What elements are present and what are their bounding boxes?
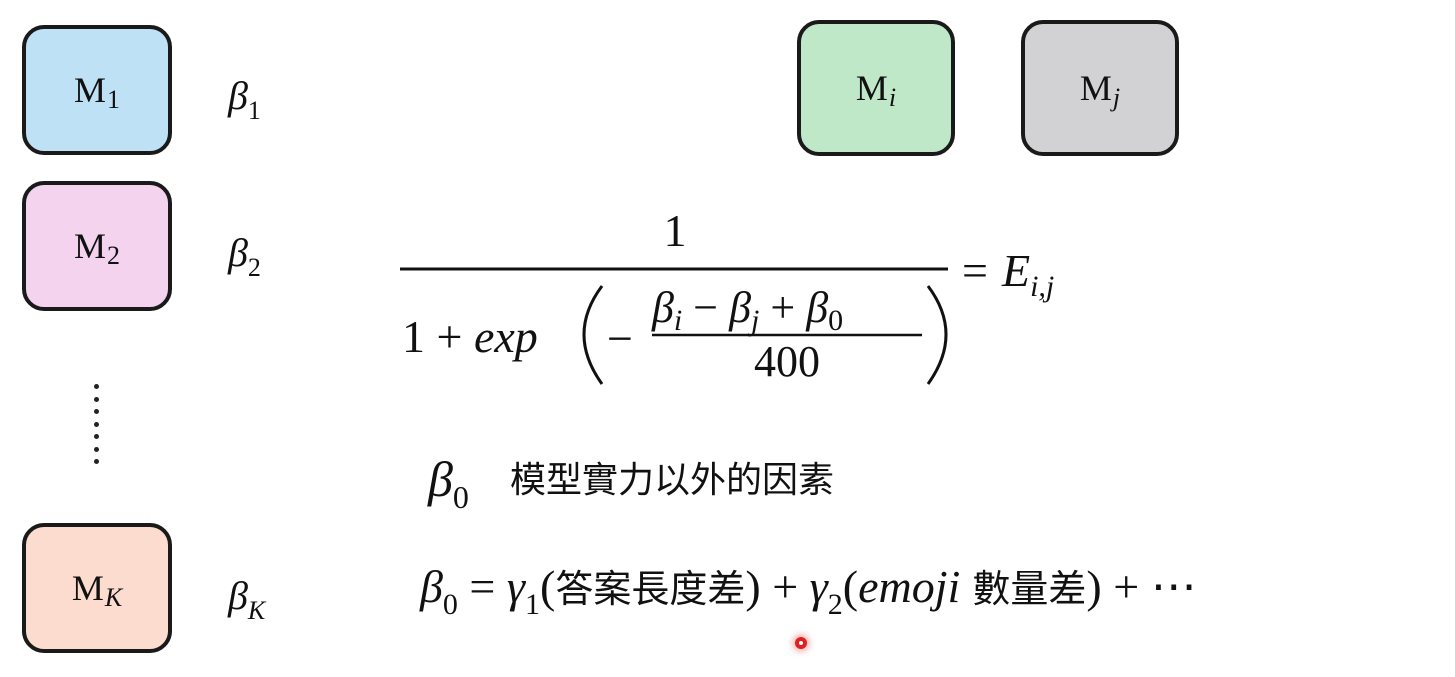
beta0-description: β0 模型實力以外的因素 (428, 450, 835, 515)
formula-inner-denominator: 400 (754, 337, 820, 386)
beta-1-label: β1 (228, 73, 261, 125)
answer-length-diff-term: 答案長度差 (555, 567, 746, 611)
beta0-symbol: β0 (428, 451, 469, 515)
model-subscript: i (888, 83, 897, 112)
formula-result: =Ei,j (962, 245, 1054, 303)
beta0-description-text: 模型實力以外的因素 (510, 460, 835, 501)
model-subscript: 1 (107, 85, 120, 114)
formula-left-paren (582, 285, 604, 385)
formula-inner-numerator: βi − βj + β0 (651, 283, 843, 337)
model-letter: M (73, 70, 106, 110)
formula-denominator-prefix: 1 + exp (402, 311, 538, 362)
formula-numerator: 1 (664, 205, 687, 256)
laser-pointer-dot (795, 637, 807, 649)
beta-2-label: β2 (228, 230, 261, 282)
model-subscript: j (1112, 83, 1121, 112)
model-subscript: 2 (107, 241, 120, 270)
model-letter: M (1079, 68, 1112, 108)
beta0-equation: β0 = γ1(答案長度差) + γ2(emoji 數量差) + ⋯ (420, 561, 1197, 621)
beta-k-label: βK (228, 573, 266, 625)
emoji-word: emoji (858, 561, 961, 612)
model-letter: M (73, 226, 106, 266)
ellipsis: ⋯ (1150, 561, 1197, 612)
model-letter: M (71, 568, 104, 608)
emoji-count-diff-term: 數量差 (960, 567, 1087, 611)
formula-minus: − (607, 313, 633, 364)
model-letter: M (855, 68, 888, 108)
formula-right-paren (926, 285, 948, 385)
model-subscript: K (104, 583, 123, 612)
vertical-ellipsis (92, 384, 100, 464)
